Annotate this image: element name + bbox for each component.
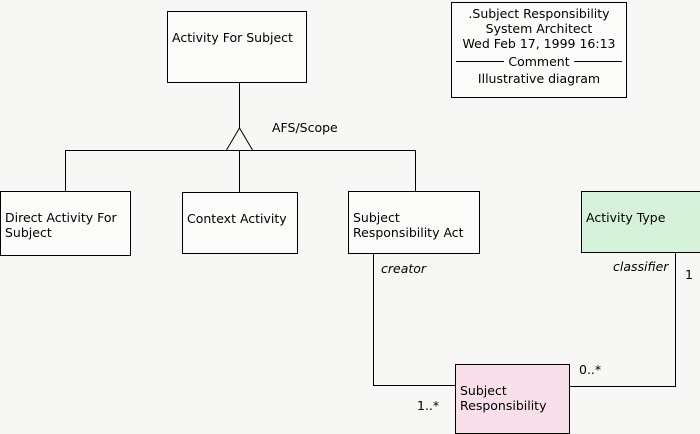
class-box-activity-type[interactable]: Activity Type	[581, 191, 700, 253]
creator-association-vertical	[373, 254, 374, 385]
divider-rule-right	[573, 61, 622, 62]
note-section-label: Comment	[508, 54, 570, 69]
class-name-activity-type: Activity Type	[586, 210, 666, 225]
class-name-subject-responsibility-act: Subject Responsibility Act	[353, 210, 464, 240]
class-box-context-activity[interactable]: Context Activity	[182, 192, 298, 254]
generalization-drop-context-activity	[239, 150, 240, 192]
divider-rule-left	[456, 61, 505, 62]
classifier-association-horizontal	[570, 386, 676, 387]
generalization-stem	[239, 83, 240, 128]
class-box-activity-for-subject[interactable]: Activity For Subject	[167, 11, 307, 83]
class-name-activity-for-subject: Activity For Subject	[172, 30, 293, 45]
creator-multiplicity-far: 1..*	[417, 398, 440, 413]
classifier-multiplicity-far: 0..*	[579, 362, 602, 377]
note-header: .Subject Responsibility System Architect…	[452, 3, 626, 53]
note-title: .Subject Responsibility	[468, 6, 610, 21]
note-timestamp: Wed Feb 17, 1999 16:13	[462, 36, 616, 51]
note-section-divider: Comment	[452, 54, 626, 69]
classifier-association-vertical	[675, 253, 676, 386]
class-name-direct-activity-for-subject: Direct Activity For Subject	[5, 210, 117, 240]
creator-association-horizontal	[373, 385, 456, 386]
creator-role-label: creator	[381, 261, 427, 276]
generalization-drop-subject-responsibility-act	[415, 150, 416, 191]
classifier-multiplicity-near: 1	[685, 267, 693, 282]
classifier-role-label: classifier	[613, 259, 669, 274]
class-name-subject-responsibility: Subject Responsibility	[460, 383, 547, 413]
class-name-context-activity: Context Activity	[187, 211, 287, 226]
note-author: System Architect	[485, 21, 593, 36]
triangle-fill	[226, 128, 252, 150]
generalization-label: AFS/Scope	[272, 120, 338, 135]
note-body: Illustrative diagram	[477, 71, 601, 86]
generalization-bus	[65, 150, 416, 151]
class-box-direct-activity-for-subject[interactable]: Direct Activity For Subject	[0, 191, 131, 256]
class-box-subject-responsibility-act[interactable]: Subject Responsibility Act	[348, 191, 480, 254]
class-box-subject-responsibility[interactable]: Subject Responsibility	[455, 364, 570, 434]
generalization-drop-direct-activity	[65, 150, 66, 191]
comment-note: .Subject Responsibility System Architect…	[451, 2, 627, 98]
